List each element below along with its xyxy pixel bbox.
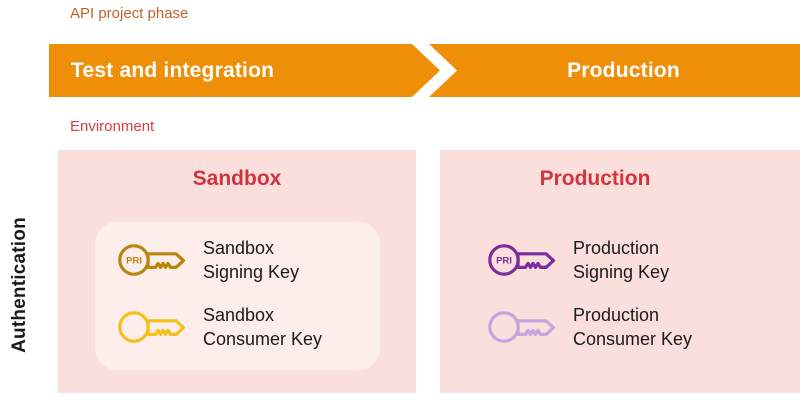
svg-text:PRI: PRI xyxy=(126,256,142,267)
key-label: Sandbox Consumer Key xyxy=(203,305,323,349)
environment-title-production: Production xyxy=(539,167,651,190)
phase-segment-test-and-integration: Test and integration xyxy=(49,44,440,97)
phase-banner: Test and integration Production xyxy=(49,44,800,97)
axis-label-authentication: Authentication xyxy=(0,180,40,390)
svg-text:PRI: PRI xyxy=(496,256,512,267)
axis-label-text: Authentication xyxy=(9,217,31,353)
key-row-sandbox-signing: PRI Sandbox Signing Key xyxy=(113,236,299,284)
key-icon: PRI xyxy=(483,238,561,282)
caption-api-project-phase: API project phase xyxy=(70,5,189,22)
key-row-production-consumer: Production Consumer Key xyxy=(483,303,692,351)
key-label: Production Signing Key xyxy=(573,238,670,282)
environment-panel-sandbox: Sandbox xyxy=(58,150,416,393)
caption-environment: Environment xyxy=(70,118,155,135)
environment-panel-production: Production xyxy=(440,150,800,393)
phase-segment-label: Production xyxy=(567,58,680,82)
key-row-production-signing: PRI Production Signing Key xyxy=(483,236,669,284)
key-label: Sandbox Signing Key xyxy=(203,238,300,282)
sandbox-key-card xyxy=(95,222,380,370)
key-row-sandbox-consumer: Sandbox Consumer Key xyxy=(113,303,322,351)
key-label: Production Consumer Key xyxy=(573,305,693,349)
key-icon: PRI xyxy=(113,238,191,282)
environment-title-sandbox: Sandbox xyxy=(192,167,282,190)
key-icon xyxy=(113,305,191,349)
phase-segment-label: Test and integration xyxy=(71,58,275,82)
key-icon xyxy=(483,305,561,349)
phase-segment-production: Production xyxy=(429,44,800,97)
